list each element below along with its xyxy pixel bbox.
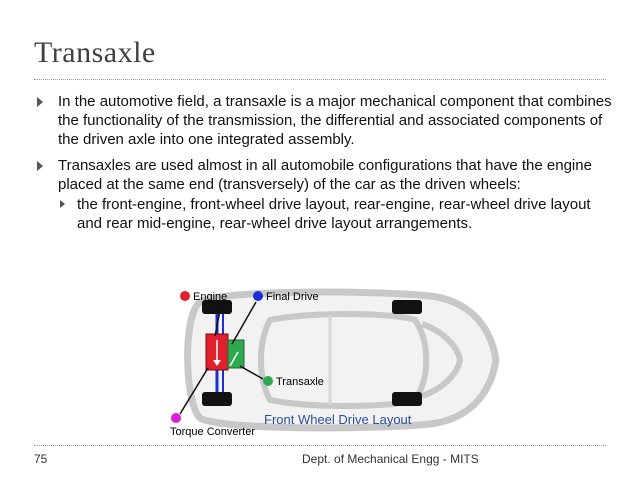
- sub-bullet-arrow-icon: [60, 200, 65, 208]
- torque-converter-label: Torque Converter: [170, 426, 255, 438]
- engine-arrow-head: [213, 360, 221, 366]
- rear-right-wheel: [392, 392, 422, 406]
- engine-label: Engine: [193, 291, 227, 303]
- sub-bullet-line-1: the front-engine, front-wheel drive layo…: [77, 196, 591, 213]
- footer-divider: [34, 445, 606, 446]
- torque-converter-label-dot: [171, 413, 181, 423]
- transaxle-flow-arrow: [229, 351, 239, 367]
- final-drive-label: Final Drive: [266, 291, 319, 303]
- transaxle-leader: [239, 365, 264, 380]
- sub-bullet-line-2: and rear mid-engine, rear-wheel drive la…: [77, 215, 473, 232]
- engine-leader: [214, 299, 223, 337]
- slide-title: Transaxle: [34, 36, 156, 69]
- rear-left-wheel: [392, 300, 422, 314]
- front-wheel-drive-diagram: Engine Final Drive Transaxle Torque Conv…: [160, 282, 500, 440]
- transaxle-label-dot: [263, 376, 273, 386]
- front-right-wheel: [202, 392, 232, 406]
- bullet-1-line-1: In the automotive field, a transaxle is …: [58, 93, 612, 110]
- torque-converter-leader: [179, 367, 209, 415]
- final-drive-label-dot: [253, 291, 263, 301]
- bullet-2-line-2: placed at the same end (transversely) of…: [58, 176, 521, 193]
- front-left-wheel: [202, 300, 232, 314]
- bullet-arrow-icon: [37, 161, 43, 171]
- engine-label-dot: [180, 291, 190, 301]
- bullet-1-line-3: the driven axle into one integrated asse…: [58, 131, 355, 148]
- footer-department: Dept. of Mechanical Engg - MITS: [302, 452, 479, 466]
- transaxle-label: Transaxle: [276, 376, 324, 388]
- title-divider: [34, 79, 606, 80]
- bullet-1-line-2: the functionality of the transmission, t…: [58, 112, 603, 129]
- diagram-caption: Front Wheel Drive Layout: [264, 412, 412, 427]
- bullet-arrow-icon: [37, 97, 43, 107]
- car-rear-window: [420, 321, 464, 399]
- final-drive-leader: [231, 301, 257, 345]
- page-number: 75: [34, 452, 48, 466]
- bullet-2-line-1: Transaxles are used almost in all automo…: [58, 157, 592, 174]
- car-layout-figure: Engine Final Drive Transaxle Torque Conv…: [170, 288, 500, 438]
